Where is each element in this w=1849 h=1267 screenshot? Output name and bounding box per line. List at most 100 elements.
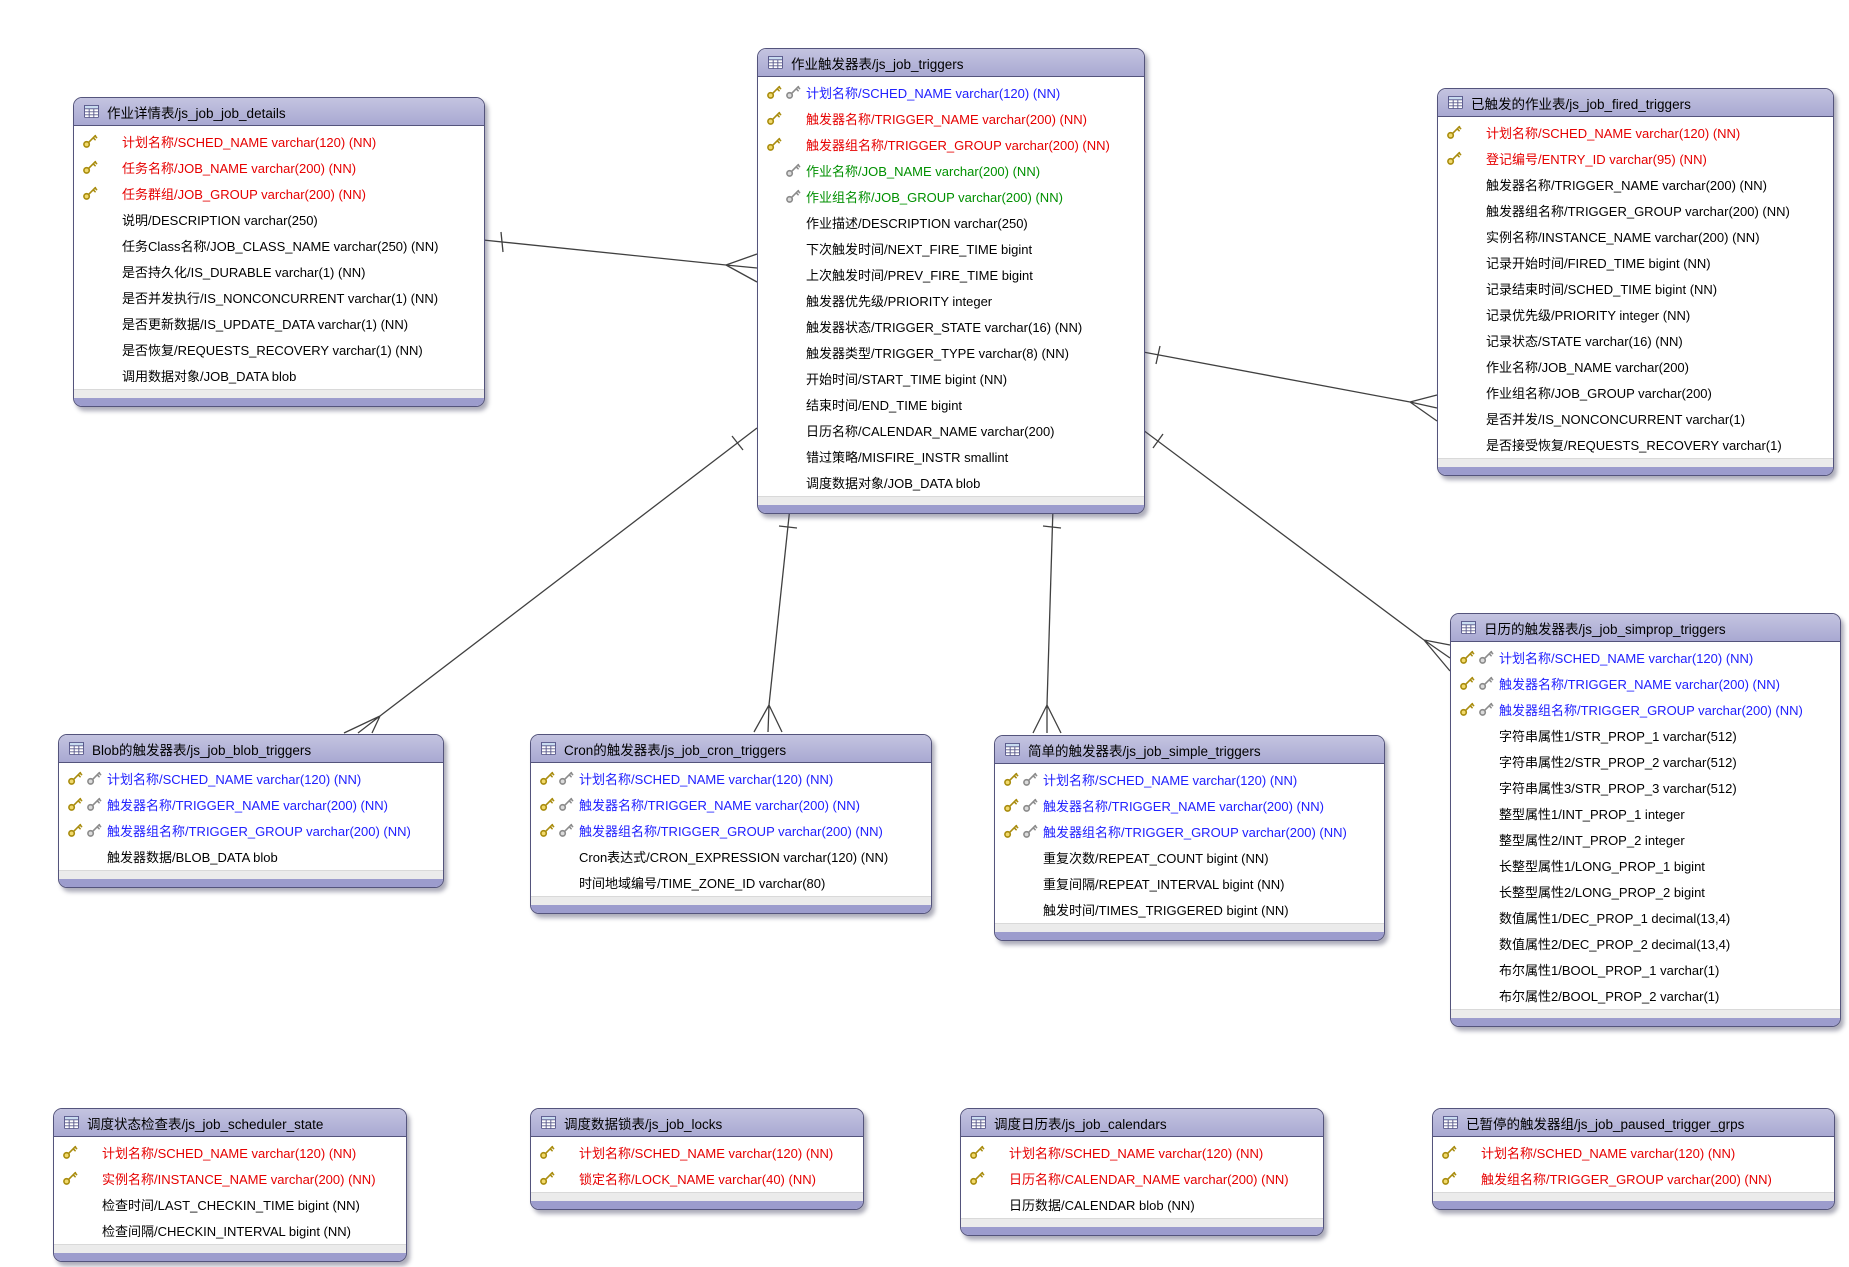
column-label: 触发器名称/TRIGGER_NAME varchar(200) (NN) bbox=[107, 797, 388, 813]
primary-key-icon bbox=[63, 1171, 78, 1185]
key-icons bbox=[74, 133, 122, 149]
key-icons bbox=[1451, 987, 1499, 1003]
key-icons bbox=[758, 162, 806, 178]
column-row: 触发器名称/TRIGGER_NAME varchar(200) (NN) bbox=[59, 791, 443, 817]
table-grid-icon bbox=[541, 742, 556, 755]
table-footer-bar bbox=[1433, 1201, 1834, 1209]
column-label: 触发器名称/TRIGGER_NAME varchar(200) (NN) bbox=[1499, 676, 1780, 692]
key-icons bbox=[1438, 176, 1486, 192]
column-list: 计划名称/SCHED_NAME varchar(120) (NN)实例名称/IN… bbox=[54, 1137, 406, 1244]
primary-key-icon bbox=[1460, 650, 1475, 664]
table-header: 作业详情表/js_job_job_details bbox=[74, 98, 484, 126]
column-label: 是否恢复/REQUESTS_RECOVERY varchar(1) (NN) bbox=[122, 342, 423, 358]
column-list: 计划名称/SCHED_NAME varchar(120) (NN) 触发器名称/T… bbox=[59, 763, 443, 870]
key-icons bbox=[54, 1144, 102, 1160]
column-row: 触发器组名称/TRIGGER_GROUP varchar(200) (NN) bbox=[758, 131, 1144, 157]
column-label: 记录结束时间/SCHED_TIME bigint (NN) bbox=[1486, 281, 1718, 297]
connector-triggers-to-fired-triggers bbox=[1142, 345, 1438, 422]
key-icons bbox=[758, 110, 806, 126]
column-label: 任务Class名称/JOB_CLASS_NAME varchar(250) (N… bbox=[122, 238, 439, 254]
column-label: 触发组名称/TRIGGER_GROUP varchar(200) (NN) bbox=[1481, 1171, 1772, 1187]
column-label: 是否并发执行/IS_NONCONCURRENT varchar(1) (NN) bbox=[122, 290, 439, 306]
foreign-key-icon bbox=[786, 163, 801, 177]
key-icons bbox=[758, 188, 806, 204]
key-icons bbox=[961, 1196, 1009, 1212]
table-icon bbox=[971, 1116, 986, 1129]
table-icon bbox=[768, 56, 783, 69]
column-row: 任务Class名称/JOB_CLASS_NAME varchar(250) (N… bbox=[74, 232, 484, 258]
primary-key-icon bbox=[1460, 702, 1475, 716]
column-label: 登记编号/ENTRY_ID varchar(95) (NN) bbox=[1486, 151, 1707, 167]
column-label: 数值属性2/DEC_PROP_2 decimal(13,4) bbox=[1499, 936, 1731, 952]
column-list: 计划名称/SCHED_NAME varchar(120) (NN) 登记编号/EN… bbox=[1438, 117, 1833, 458]
key-icons bbox=[1451, 675, 1499, 691]
primary-key-icon bbox=[1004, 824, 1019, 838]
foreign-key-icon bbox=[1479, 676, 1494, 690]
column-row: 作业名称/JOB_NAME varchar(200) (NN) bbox=[758, 157, 1144, 183]
connector-triggers-to-cron-triggers bbox=[753, 506, 798, 733]
table-icon bbox=[1443, 1116, 1458, 1129]
table-header: 调度状态检查表/js_job_scheduler_state bbox=[54, 1109, 406, 1137]
column-list: 计划名称/SCHED_NAME varchar(120) (NN) 锁定名称/LO… bbox=[531, 1137, 863, 1192]
column-label: 是否更新数据/IS_UPDATE_DATA varchar(1) (NN) bbox=[122, 316, 409, 332]
primary-key-icon bbox=[68, 797, 83, 811]
column-row: 实例名称/INSTANCE_NAME varchar(200) (NN) bbox=[54, 1165, 406, 1191]
column-label: 记录开始时间/FIRED_TIME bigint (NN) bbox=[1486, 255, 1711, 271]
column-label: 数值属性1/DEC_PROP_1 decimal(13,4) bbox=[1499, 910, 1731, 926]
primary-key-icon bbox=[83, 160, 98, 174]
column-label: 计划名称/SCHED_NAME varchar(120) (NN) bbox=[806, 85, 1061, 101]
column-row: 触发器组名称/TRIGGER_GROUP varchar(200) (NN) bbox=[1451, 696, 1840, 722]
key-icons bbox=[531, 1144, 579, 1160]
table-footer-bar bbox=[1451, 1018, 1840, 1026]
column-label: 计划名称/SCHED_NAME varchar(120) (NN) bbox=[1499, 650, 1754, 666]
column-label: 计划名称/SCHED_NAME varchar(120) (NN) bbox=[1486, 125, 1741, 141]
column-label: 锁定名称/LOCK_NAME varchar(40) (NN) bbox=[579, 1171, 816, 1187]
column-row: 触发器名称/TRIGGER_NAME varchar(200) (NN) bbox=[1438, 171, 1833, 197]
foreign-key-icon bbox=[559, 823, 574, 837]
key-icons bbox=[1451, 961, 1499, 977]
key-icons bbox=[1451, 805, 1499, 821]
column-row: 日历名称/CALENDAR_NAME varchar(200) (NN) bbox=[961, 1165, 1323, 1191]
foreign-key-icon bbox=[1023, 798, 1038, 812]
key-icons bbox=[74, 289, 122, 305]
foreign-key-icon bbox=[786, 85, 801, 99]
crow-foot bbox=[725, 253, 758, 283]
column-row: 数值属性2/DEC_PROP_2 decimal(13,4) bbox=[1451, 930, 1840, 956]
key-icons bbox=[1451, 649, 1499, 665]
table-header: 调度日历表/js_job_calendars bbox=[961, 1109, 1323, 1137]
column-row: 计划名称/SCHED_NAME varchar(120) (NN) bbox=[74, 128, 484, 154]
table-grid-icon bbox=[1461, 621, 1476, 634]
column-row: 触发器名称/TRIGGER_NAME varchar(200) (NN) bbox=[531, 791, 931, 817]
table-title: 已暂停的触发器组/js_job_paused_trigger_grps bbox=[1466, 1116, 1745, 1132]
key-icons bbox=[758, 292, 806, 308]
key-icons bbox=[995, 901, 1043, 917]
column-row: 是否更新数据/IS_UPDATE_DATA varchar(1) (NN) bbox=[74, 310, 484, 336]
column-row: 计划名称/SCHED_NAME varchar(120) (NN) bbox=[59, 765, 443, 791]
table-grid-icon bbox=[69, 742, 84, 755]
column-row: 计划名称/SCHED_NAME varchar(120) (NN) bbox=[1433, 1139, 1834, 1165]
key-icons bbox=[1451, 909, 1499, 925]
primary-key-icon bbox=[1442, 1171, 1457, 1185]
column-row: 实例名称/INSTANCE_NAME varchar(200) (NN) bbox=[1438, 223, 1833, 249]
column-label: 整型属性2/INT_PROP_2 integer bbox=[1499, 832, 1685, 848]
column-label: 触发器名称/TRIGGER_NAME varchar(200) (NN) bbox=[1043, 798, 1324, 814]
column-row: 计划名称/SCHED_NAME varchar(120) (NN) bbox=[531, 1139, 863, 1165]
table-icon bbox=[1005, 743, 1020, 756]
key-icons bbox=[74, 237, 122, 253]
column-label: 检查时间/LAST_CHECKIN_TIME bigint (NN) bbox=[102, 1197, 360, 1213]
key-icons bbox=[758, 448, 806, 464]
column-row: 计划名称/SCHED_NAME varchar(120) (NN) bbox=[54, 1139, 406, 1165]
column-row: 调度数据对象/JOB_DATA blob bbox=[758, 469, 1144, 495]
primary-key-icon bbox=[83, 134, 98, 148]
column-label: 触发器类型/TRIGGER_TYPE varchar(8) (NN) bbox=[806, 345, 1069, 361]
table-title: Cron的触发器表/js_job_cron_triggers bbox=[564, 742, 787, 758]
primary-key-icon bbox=[540, 771, 555, 785]
column-label: 错过策略/MISFIRE_INSTR smallint bbox=[806, 449, 1009, 465]
column-label: 触发器优先级/PRIORITY integer bbox=[806, 293, 993, 309]
column-row: 记录开始时间/FIRED_TIME bigint (NN) bbox=[1438, 249, 1833, 275]
primary-key-icon bbox=[767, 111, 782, 125]
column-row: 记录结束时间/SCHED_TIME bigint (NN) bbox=[1438, 275, 1833, 301]
table-footer-bar bbox=[995, 932, 1384, 940]
